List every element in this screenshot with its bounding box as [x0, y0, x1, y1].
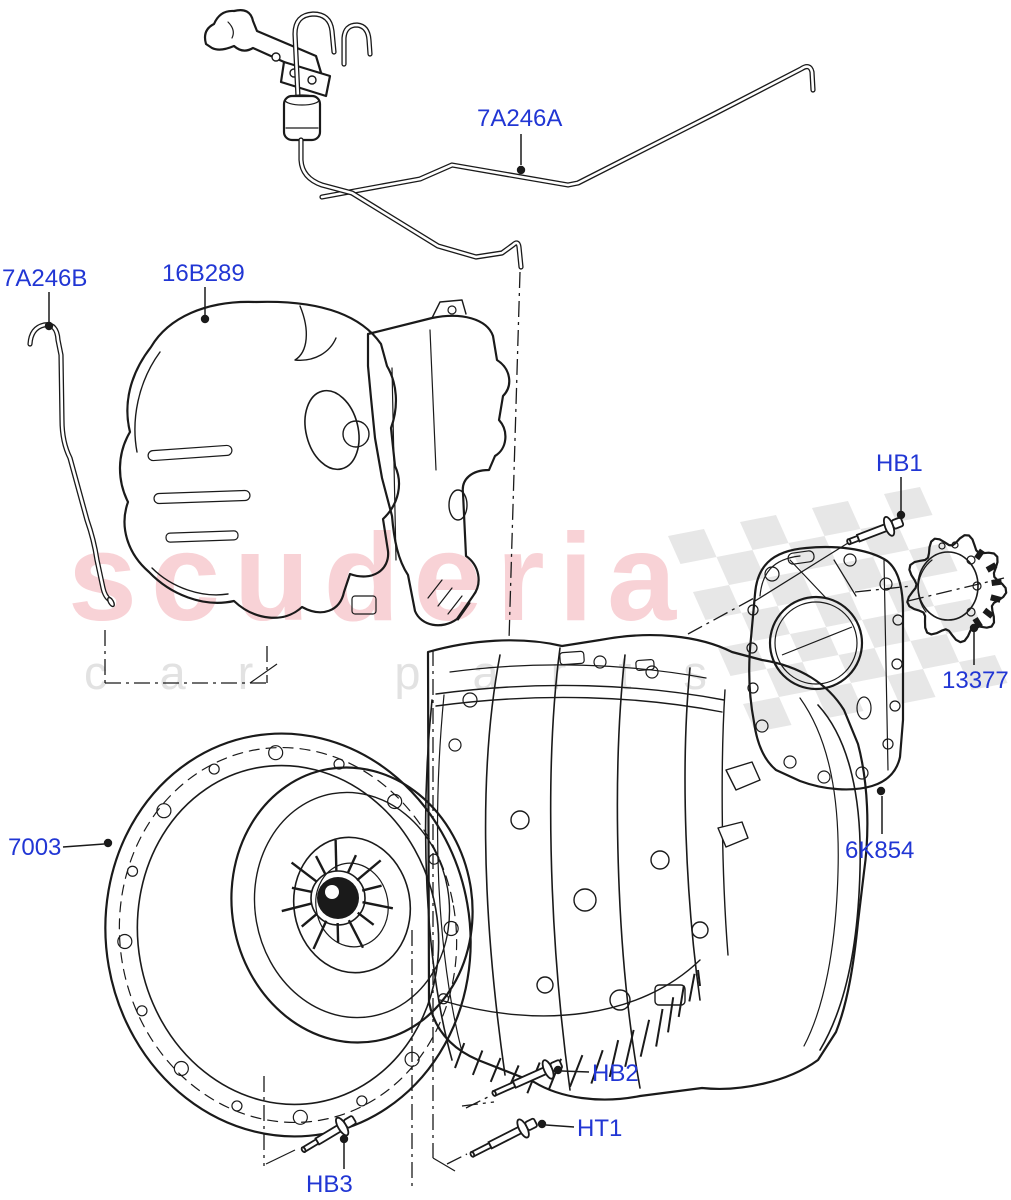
part-label-HB1[interactable]: HB1: [876, 450, 923, 477]
part-label-7A246B[interactable]: 7A246B: [2, 265, 88, 292]
gasket-plate-6K854: [746, 545, 905, 791]
watermark-tagline: car parts: [84, 646, 759, 699]
bolt-HT1: [469, 1117, 538, 1158]
leader-dot: [537, 1119, 547, 1129]
watermark-brand: scuderia: [68, 509, 691, 647]
construction-lines: [104, 271, 1005, 1186]
tube-7A246A-lower: [298, 137, 524, 270]
leader-dot: [200, 314, 210, 324]
part-label-7A246A[interactable]: 7A246A: [477, 105, 563, 132]
part-label-13377[interactable]: 13377: [942, 667, 1009, 694]
ring-plate-bolt-holes: [117, 745, 459, 1125]
gearbox-body: [424, 634, 869, 1101]
part-label-7003[interactable]: 7003: [8, 834, 62, 861]
bolt-HB1: [846, 516, 905, 546]
leader-line: [561, 1070, 590, 1073]
flexplate-13377: [906, 534, 1008, 644]
flexplate-teeth: [972, 548, 1002, 629]
part-label-16B289[interactable]: 16B289: [162, 260, 245, 287]
leader-dot: [553, 1065, 563, 1075]
part-label-6K854[interactable]: 6K854: [845, 837, 915, 864]
part-label-HT1[interactable]: HT1: [577, 1115, 623, 1142]
converter-ring-plate-7003: [104, 732, 474, 1138]
leader-dot: [103, 838, 113, 848]
transmission-assembly: [104, 634, 869, 1138]
leader-line: [545, 1124, 575, 1128]
part-label-HB2[interactable]: HB2: [592, 1060, 639, 1087]
tube-7A246A: [319, 64, 816, 200]
tube-bracket-assembly: [203, 9, 373, 142]
bolt-HB2: [491, 1059, 563, 1097]
leader-dot: [516, 165, 526, 175]
leader-dot: [969, 623, 979, 633]
leader-dot: [876, 786, 886, 796]
part-label-HB3[interactable]: HB3: [306, 1171, 353, 1198]
leader-dot: [896, 510, 906, 520]
converter-hub-splines: [281, 839, 394, 950]
leader-dot: [44, 321, 54, 331]
leader-line: [62, 843, 105, 848]
leader-dot: [339, 1134, 349, 1144]
oil-pan-hatching: [454, 969, 701, 1094]
bolt-HB3: [300, 1115, 357, 1154]
